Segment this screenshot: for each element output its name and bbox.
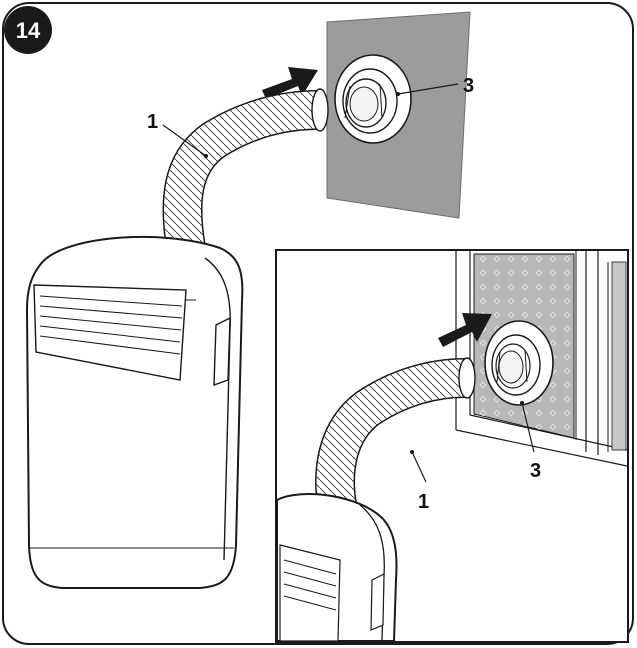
portable-air-conditioner	[25, 235, 244, 589]
step-badge: 14	[4, 6, 52, 54]
callout-line-hose-detail	[411, 451, 427, 483]
window-frame	[455, 251, 628, 467]
exhaust-hose	[162, 88, 329, 252]
main-view: 1 3	[25, 11, 474, 589]
step-number: 14	[16, 18, 41, 43]
callout-line-adapter	[397, 83, 459, 95]
exhaust-hose-detail	[315, 357, 476, 514]
window-adapter	[334, 54, 412, 144]
callout-label-hose: 1	[147, 111, 158, 133]
detail-inset: 1 3	[275, 249, 629, 643]
portable-air-conditioner-detail	[276, 493, 398, 642]
callout-line-hose	[162, 124, 207, 157]
callout-label-adapter: 3	[463, 75, 474, 97]
callout-label-hose-detail: 1	[418, 491, 429, 513]
window-adapter-detail	[484, 320, 554, 406]
push-arrow-detail-icon	[438, 313, 492, 347]
callout-line-adapter-detail	[521, 402, 535, 453]
side-handle	[213, 316, 231, 387]
callout-label-adapter-detail: 3	[530, 460, 541, 482]
